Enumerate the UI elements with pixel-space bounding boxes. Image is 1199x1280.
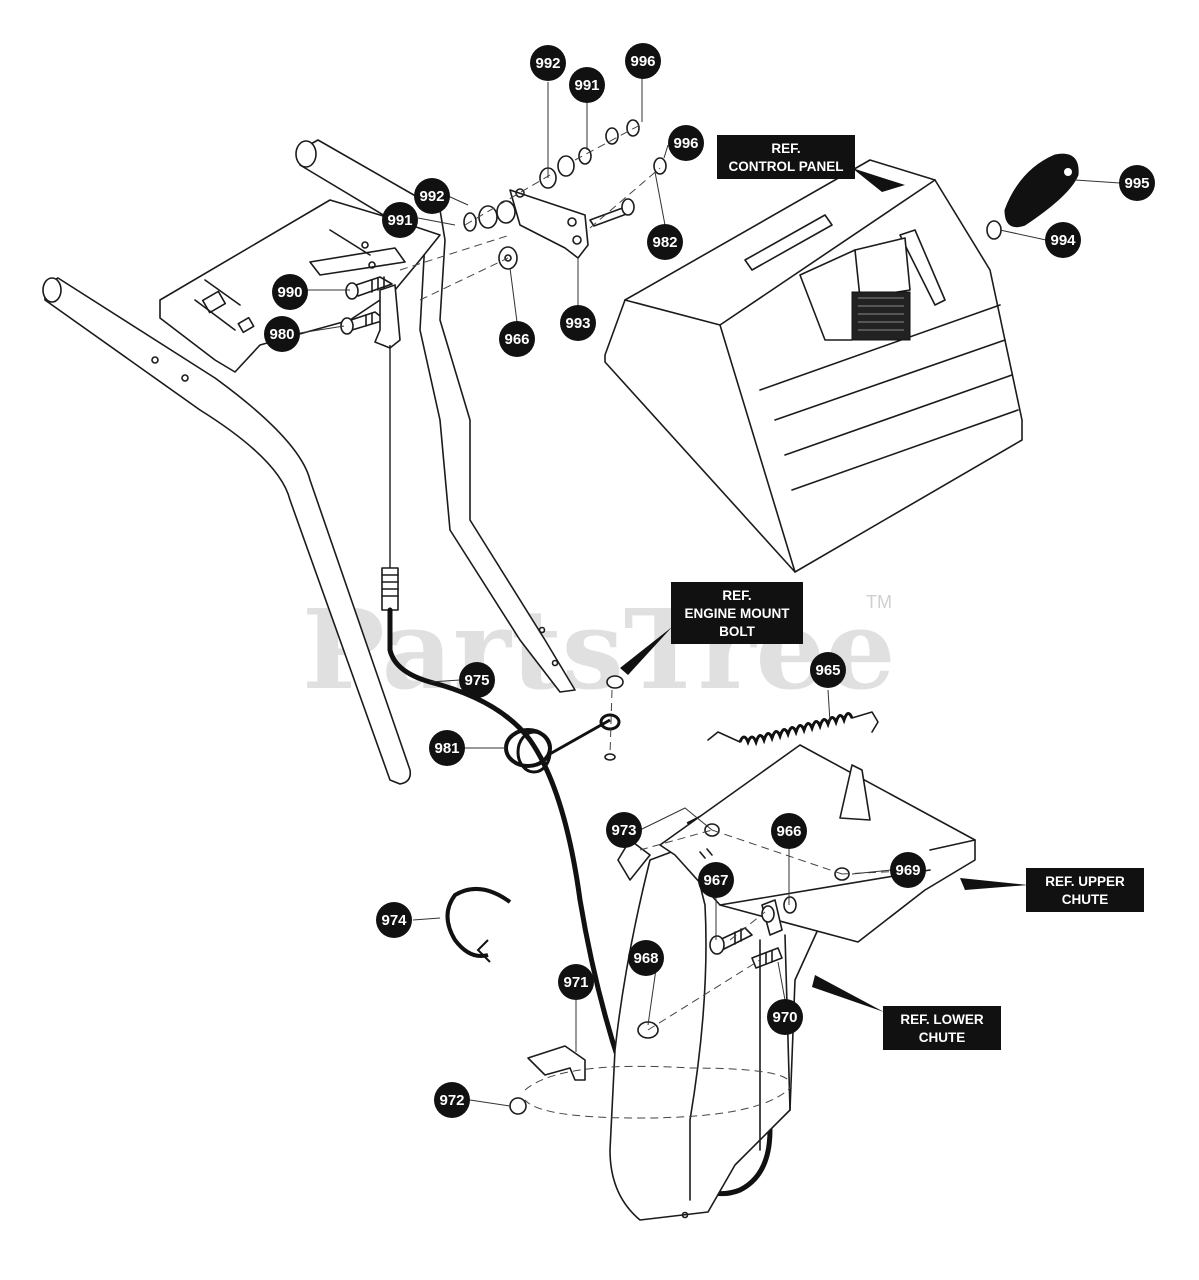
- callout-971[interactable]: 971: [558, 964, 594, 1000]
- callout-991[interactable]: 991: [569, 67, 605, 103]
- callout-label: 968: [633, 950, 658, 967]
- ref-line: CHUTE: [1062, 892, 1109, 907]
- leader-lines: [299, 78, 1121, 1107]
- callout-991[interactable]: 991: [382, 202, 418, 238]
- callout-label: 981: [434, 740, 459, 757]
- callout-label: 972: [439, 1092, 464, 1109]
- callout-label: 982: [652, 234, 677, 251]
- clip-971: [509, 1045, 586, 1115]
- ref-line: REF. UPPER: [1045, 874, 1125, 889]
- ref-lower-chute-pointer: [812, 975, 884, 1012]
- callout-label: 992: [419, 188, 444, 205]
- handle-frame: [42, 139, 576, 785]
- callout-label: 991: [574, 77, 599, 94]
- callout-967[interactable]: 967: [698, 862, 734, 898]
- retaining-ring-974: [445, 886, 512, 963]
- spring-965: [707, 711, 879, 747]
- callout-973[interactable]: 973: [606, 812, 642, 848]
- callout-label: 994: [1050, 232, 1076, 249]
- callout-969[interactable]: 969: [890, 852, 926, 888]
- callout-label: 967: [703, 872, 728, 889]
- upper-chute: [659, 744, 976, 943]
- callout-label: 971: [563, 974, 588, 991]
- callout-label: 991: [387, 212, 412, 229]
- callout-975[interactable]: 975: [459, 662, 495, 698]
- callout-981[interactable]: 981: [429, 730, 465, 766]
- callout-966[interactable]: 966: [499, 321, 535, 357]
- callout-974[interactable]: 974: [376, 902, 412, 938]
- callout-994[interactable]: 994: [1045, 222, 1081, 258]
- callout-972[interactable]: 972: [434, 1082, 470, 1118]
- bolts-990-980: [340, 276, 401, 349]
- callout-label: 990: [277, 284, 302, 301]
- callout-968[interactable]: 968: [628, 940, 664, 976]
- pivot-bracket-993: [509, 188, 635, 259]
- ref-line: REF. LOWER: [900, 1012, 983, 1027]
- ref-lower-chute-box: REF. LOWER CHUTE: [883, 1006, 1001, 1050]
- ref-line: BOLT: [719, 624, 755, 639]
- callout-965[interactable]: 965: [810, 652, 846, 688]
- ref-control-panel-box: REF. CONTROL PANEL: [717, 135, 855, 179]
- callout-label: 966: [776, 823, 801, 840]
- callout-label: 970: [772, 1009, 797, 1026]
- callout-label: 974: [381, 912, 407, 929]
- callout-label: 992: [535, 55, 560, 72]
- callout-995[interactable]: 995: [1119, 165, 1155, 201]
- callout-982[interactable]: 982: [647, 224, 683, 260]
- callout-label: 965: [815, 662, 840, 679]
- callout-970[interactable]: 970: [767, 999, 803, 1035]
- callout-966[interactable]: 966: [771, 813, 807, 849]
- callout-label: 966: [504, 331, 529, 348]
- ref-control-panel-pointer: [852, 168, 905, 192]
- callout-label: 980: [269, 326, 294, 343]
- callout-label: 995: [1124, 175, 1149, 192]
- callout-label: 969: [895, 862, 920, 879]
- ref-upper-chute-pointer: [960, 878, 1028, 890]
- callout-990[interactable]: 990: [272, 274, 308, 310]
- callout-label: 975: [464, 672, 489, 689]
- ref-line: CONTROL PANEL: [728, 159, 843, 174]
- callout-label: 973: [611, 822, 636, 839]
- ref-line: ENGINE MOUNT: [684, 606, 790, 621]
- control-panel: [604, 159, 1023, 573]
- callout-996[interactable]: 996: [625, 43, 661, 79]
- callout-980[interactable]: 980: [264, 316, 300, 352]
- ref-line: REF.: [771, 141, 800, 156]
- callout-label: 996: [630, 53, 655, 70]
- callout-993[interactable]: 993: [560, 305, 596, 341]
- ref-upper-chute-box: REF. UPPER CHUTE: [1026, 868, 1144, 912]
- callout-992[interactable]: 992: [414, 178, 450, 214]
- bolt-967: [709, 896, 797, 969]
- engine-mount-bolt: [599, 675, 624, 761]
- ref-line: REF.: [722, 588, 751, 603]
- knob-995: [986, 153, 1079, 240]
- lower-chute: [609, 839, 821, 1221]
- ref-line: CHUTE: [919, 1030, 966, 1045]
- watermark-trademark: TM: [866, 592, 892, 612]
- callout-label: 993: [565, 315, 590, 332]
- ref-engine-mount-pointer: [620, 627, 672, 675]
- callout-996[interactable]: 996: [668, 125, 704, 161]
- callout-992[interactable]: 992: [530, 45, 566, 81]
- ref-engine-mount-bolt-box: REF. ENGINE MOUNT BOLT: [671, 582, 803, 644]
- callout-label: 996: [673, 135, 698, 152]
